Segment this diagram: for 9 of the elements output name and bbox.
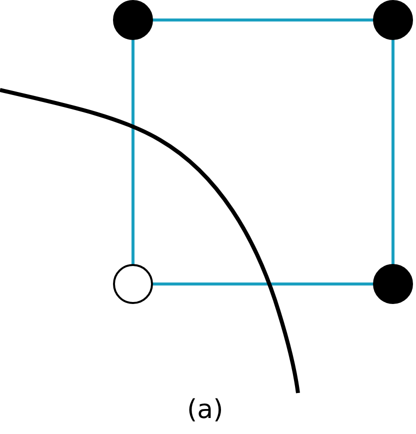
grid-line [132, 39, 134, 265]
filled-dot [113, 0, 153, 40]
filled-dot [373, 0, 413, 40]
filled-dot [373, 264, 413, 304]
grid-line [152, 282, 374, 286]
grid-line [152, 18, 374, 22]
hollow-circle [113, 264, 153, 304]
panel-label: (a) [187, 395, 224, 425]
grid-line [392, 39, 394, 265]
